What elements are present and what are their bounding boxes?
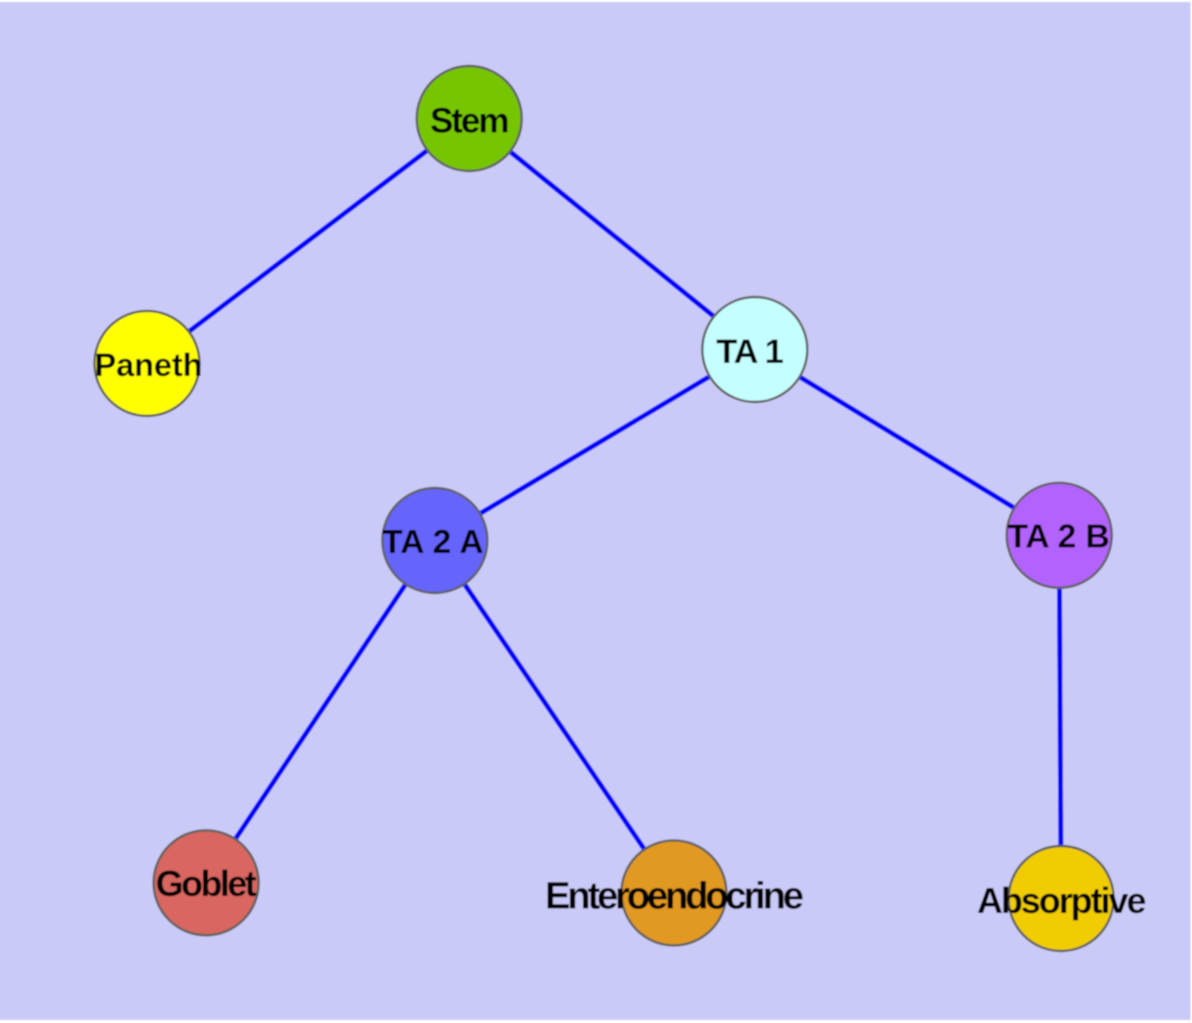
svg-text:Enteroendocrine: Enteroendocrine	[545, 874, 804, 917]
svg-text:TA 2 A: TA 2 A	[382, 524, 484, 561]
svg-text:Stem: Stem	[430, 102, 510, 141]
svg-text:Absorptive: Absorptive	[977, 881, 1147, 921]
svg-text:Goblet: Goblet	[156, 864, 257, 904]
svg-text:TA 2 B: TA 2 B	[1007, 519, 1109, 556]
svg-text:Paneth: Paneth	[95, 347, 203, 383]
svg-text:TA 1: TA 1	[716, 333, 784, 371]
